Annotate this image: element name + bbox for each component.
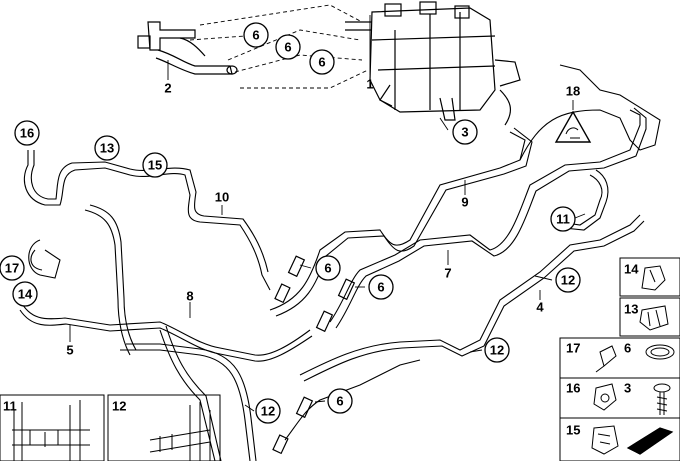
legend-label-17: 17 — [566, 341, 580, 356]
callout-17: 17 — [5, 261, 19, 276]
callout-6: 6 — [284, 40, 291, 55]
valve-part-2 — [137, 21, 238, 75]
part-label-1: 1 — [366, 77, 373, 92]
callout-13: 13 — [100, 141, 114, 156]
carbon-canister-part-1 — [345, 1, 521, 126]
callout-6: 6 — [318, 55, 325, 70]
legend-part-drawings — [12, 265, 675, 461]
part-label-5: 5 — [66, 343, 73, 358]
legend-label-16: 16 — [566, 381, 580, 396]
callout-12: 12 — [561, 273, 575, 288]
callout-11: 11 — [556, 212, 570, 227]
callout-12: 12 — [490, 343, 504, 358]
callout-6: 6 — [377, 280, 384, 295]
arrow-icon — [626, 427, 674, 455]
legend-label-15: 15 — [566, 423, 580, 438]
callout-3: 3 — [461, 125, 468, 140]
part-label-4: 4 — [536, 300, 544, 315]
legend-label-6: 6 — [624, 341, 631, 356]
callout-circles — [0, 22, 581, 424]
part-label-2: 2 — [164, 81, 171, 96]
legend-label-13: 13 — [624, 302, 638, 317]
callout-6: 6 — [252, 28, 259, 43]
part-label-9: 9 — [461, 195, 468, 210]
callout-12: 12 — [261, 404, 275, 419]
legend-label-3: 3 — [624, 381, 631, 396]
legend-label-14: 14 — [624, 262, 639, 277]
callout-6: 6 — [336, 394, 343, 409]
callout-15: 15 — [148, 158, 162, 173]
callout-leaders — [69, 15, 586, 412]
callout-14: 14 — [18, 287, 33, 302]
hose-connectors — [272, 255, 356, 455]
dashed-leaders — [189, 4, 369, 89]
callout-18: 18 — [566, 84, 580, 99]
warning-triangle-icon — [554, 110, 592, 143]
callout-6: 6 — [324, 261, 331, 276]
part-label-10: 10 — [215, 190, 229, 205]
part-label-7: 7 — [444, 266, 451, 281]
legend-label-11: 11 — [3, 399, 17, 414]
legend-panel — [0, 257, 680, 461]
callout-16: 16 — [20, 126, 34, 141]
part-label-8: 8 — [186, 289, 193, 304]
legend-label-12: 12 — [112, 399, 126, 414]
